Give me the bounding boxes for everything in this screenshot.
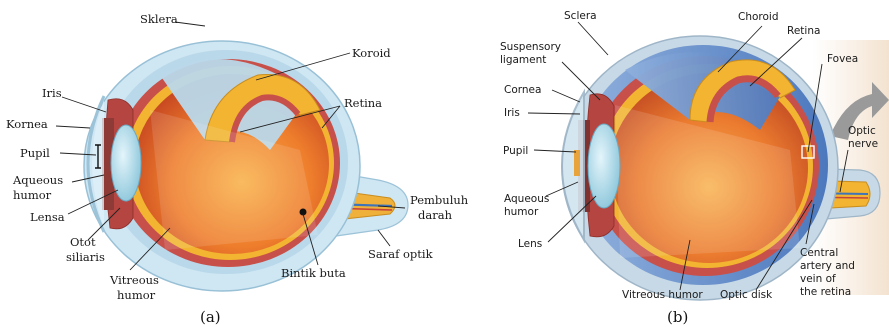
label-suspensory-2: ligament [500,54,546,66]
label-central-3: vein of [800,273,836,285]
label-retina-b: Retina [787,25,820,37]
label-otot-2: siliaris [66,250,105,264]
caption-a: (a) [200,308,221,326]
label-pupil-a: Pupil [20,146,50,160]
label-optic-nerve-1: Optic [848,125,876,137]
label-optic-disk: Optic disk [720,289,773,301]
label-bintik-buta: Bintik buta [281,266,346,280]
label-kornea: Kornea [6,117,48,131]
label-lensa: Lensa [30,210,65,224]
label-sclera: Sclera [564,10,597,22]
label-pembuluh-2: darah [418,208,453,222]
panel-a-lens [111,125,141,201]
label-fovea: Fovea [827,53,858,65]
label-vitreous-b: Vitreous humor [622,289,703,301]
label-central-1: Central [800,247,838,259]
label-cornea: Cornea [504,84,541,96]
label-pembuluh-1: Pembuluh [410,193,469,207]
label-suspensory-1: Suspensory [500,41,561,53]
label-vitreous-a-1: Vitreous [109,273,159,287]
label-lens: Lens [518,238,542,250]
label-aqueous-b-2: humor [504,206,539,218]
label-saraf-optik: Saraf optik [368,247,434,261]
label-aqueous-a-1: Aqueous [12,173,63,187]
label-choroid: Choroid [738,11,779,23]
panel-a-eye [84,41,408,291]
caption-b: (b) [667,308,688,326]
label-sklera: Sklera [140,12,178,26]
label-koroid: Koroid [352,46,391,60]
label-retina-a: Retina [344,96,382,110]
label-central-2: artery and [800,260,855,272]
label-optic-nerve-2: nerve [848,138,878,150]
label-central-4: the retina [800,286,851,298]
panel-b-lens [588,124,620,208]
label-iris-b: Iris [504,107,520,119]
label-iris-a: Iris [42,86,62,100]
label-pupil-b: Pupil [503,145,528,157]
label-vitreous-a-2: humor [117,288,156,302]
label-otot-1: Otot [70,235,96,249]
label-aqueous-b-1: Aqueous [504,193,549,205]
label-aqueous-a-2: humor [13,188,52,202]
